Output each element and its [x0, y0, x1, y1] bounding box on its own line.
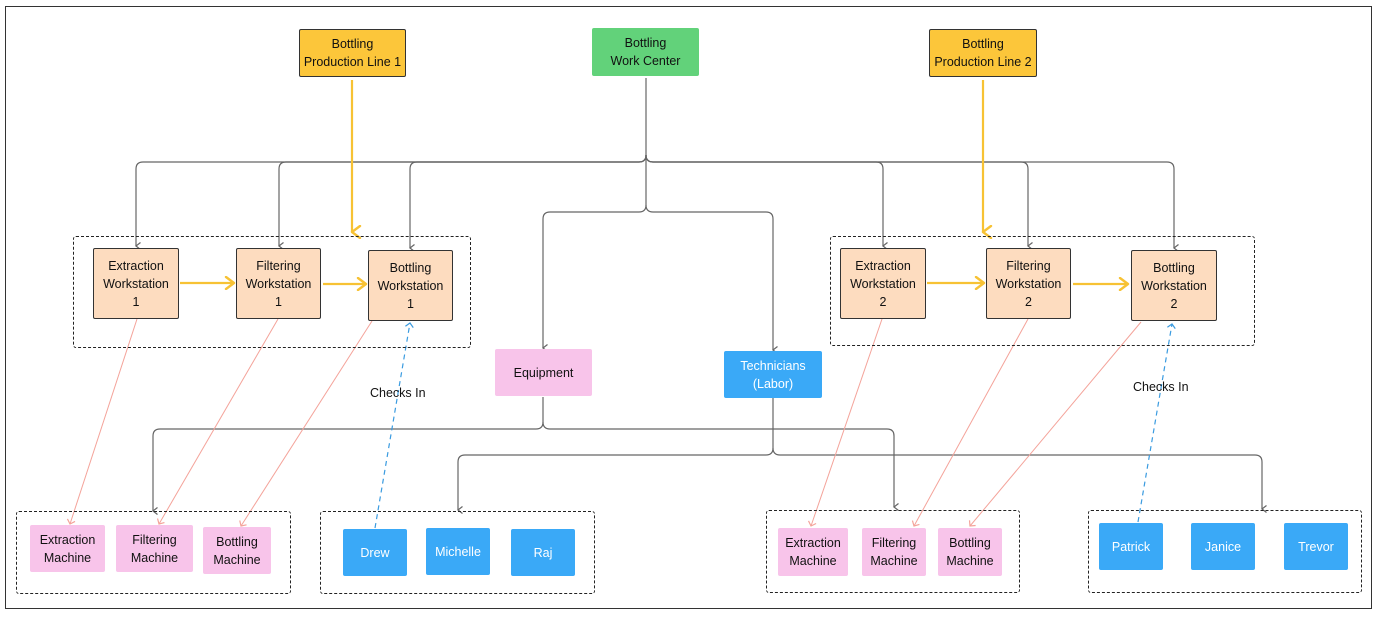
- extraction-machine-2-node[interactable]: Extraction Machine: [778, 528, 848, 576]
- work-center-node[interactable]: Bottling Work Center: [592, 28, 699, 76]
- edge-wc-equipment: [542, 155, 647, 352]
- bottling-workstation-1-node[interactable]: Bottling Workstation 1: [368, 250, 453, 321]
- filtering-machine-1-node[interactable]: Filtering Machine: [116, 525, 193, 572]
- edge-filter1-machine: [156, 318, 279, 525]
- machine-group-1: [16, 511, 291, 594]
- technician-michelle-node[interactable]: Michelle: [426, 528, 490, 575]
- check-in-links: [374, 322, 1176, 529]
- production-line-1-node[interactable]: Bottling Production Line 1: [299, 29, 406, 77]
- diagram-frame: [5, 6, 1372, 609]
- edge-wc-filter1: [278, 154, 647, 250]
- flow-connectors: [180, 80, 1128, 284]
- technician-janice-node[interactable]: Janice: [1191, 523, 1255, 570]
- edge-wc-bottle1: [409, 154, 647, 252]
- workstation-group-line1: [73, 236, 471, 348]
- edge-equipment-machines2: [542, 421, 899, 511]
- technician-group-1: [320, 511, 595, 594]
- edge-drew-bottle1: [374, 322, 414, 529]
- technician-raj-node[interactable]: Raj: [511, 529, 575, 576]
- edge-technicians-team1: [457, 398, 774, 514]
- edge-filter2-machine: [911, 318, 1029, 527]
- filtering-machine-2-node[interactable]: Filtering Machine: [862, 528, 926, 576]
- edge-technicians-team2: [772, 447, 1267, 513]
- machine-links: [66, 318, 1142, 527]
- edge-wc-filter2: [645, 154, 1033, 250]
- checks-in-label-1: Checks In: [370, 386, 426, 400]
- filtering-workstation-2-node[interactable]: Filtering Workstation 2: [986, 248, 1071, 319]
- bottling-machine-1-node[interactable]: Bottling Machine: [203, 527, 271, 574]
- edge-patrick-bottle2: [1137, 323, 1176, 523]
- edge-equipment-machines1: [152, 397, 544, 515]
- hierarchy-connectors: [135, 78, 1267, 515]
- technicians-node[interactable]: Technicians (Labor): [724, 351, 822, 398]
- bottling-workstation-2-node[interactable]: Bottling Workstation 2: [1131, 250, 1217, 321]
- edge-wc-bottle2: [645, 154, 1179, 252]
- extraction-machine-1-node[interactable]: Extraction Machine: [30, 525, 105, 572]
- technician-group-2: [1088, 510, 1362, 593]
- technician-patrick-node[interactable]: Patrick: [1099, 523, 1163, 570]
- machine-group-2: [766, 510, 1020, 593]
- edge-wc-extract2: [645, 154, 888, 250]
- technician-trevor-node[interactable]: Trevor: [1284, 523, 1348, 570]
- technician-drew-node[interactable]: Drew: [343, 529, 407, 576]
- checks-in-label-2: Checks In: [1133, 380, 1189, 394]
- equipment-node[interactable]: Equipment: [495, 349, 592, 396]
- extraction-workstation-1-node[interactable]: Extraction Workstation 1: [93, 248, 179, 319]
- edge-bottle2-machine: [968, 321, 1142, 527]
- production-line-2-node[interactable]: Bottling Production Line 2: [929, 29, 1037, 77]
- filtering-workstation-1-node[interactable]: Filtering Workstation 1: [236, 248, 321, 319]
- edge-bottle1-machine: [239, 320, 373, 527]
- edge-wc-technicians: [645, 204, 778, 354]
- extraction-workstation-2-node[interactable]: Extraction Workstation 2: [840, 248, 926, 319]
- bottling-machine-2-node[interactable]: Bottling Machine: [938, 528, 1002, 576]
- workstation-group-line2: [830, 236, 1255, 346]
- edge-extract1-machine: [66, 318, 138, 525]
- edge-extract2-machine: [807, 318, 883, 527]
